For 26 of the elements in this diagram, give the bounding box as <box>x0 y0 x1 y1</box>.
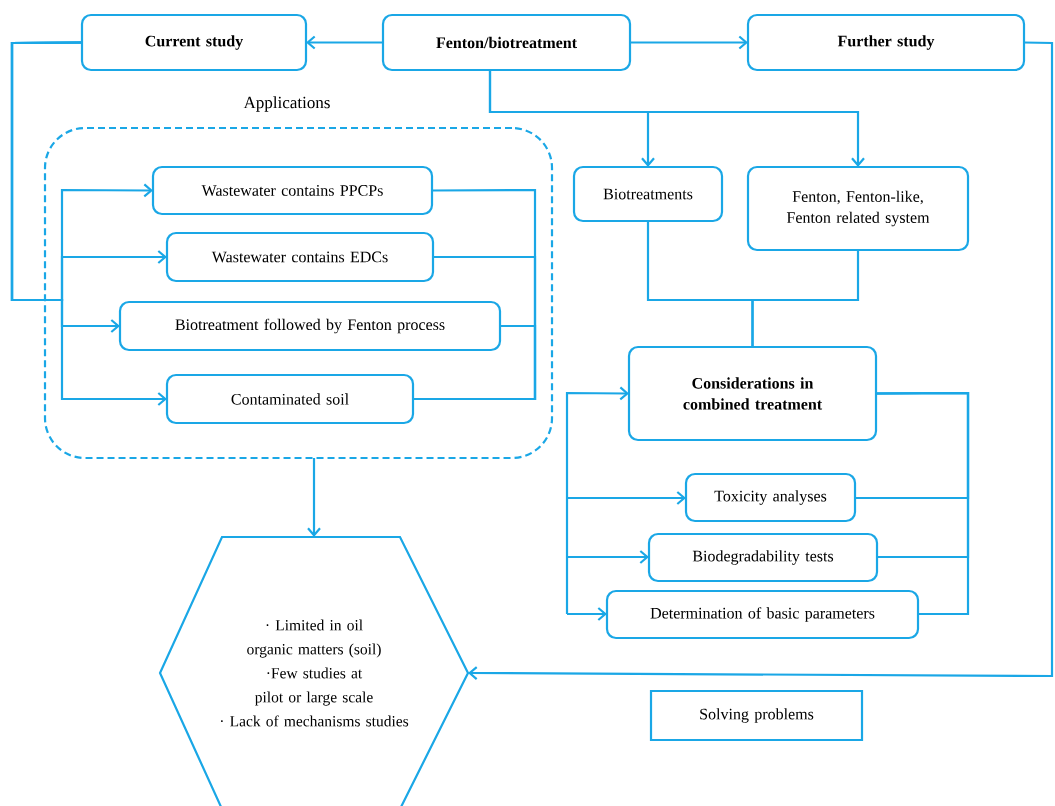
process-box: Biotreatment followed by Fenton process <box>118 300 502 352</box>
process-box: Further study <box>746 13 1026 72</box>
label-box: Solving problems <box>649 689 864 742</box>
arrow <box>630 35 748 50</box>
arrow <box>567 607 607 621</box>
process-box: Fenton/biotreatment <box>381 13 632 72</box>
process-box: Biodegradability tests <box>647 532 879 583</box>
process-box: Determination of basic parameters <box>605 589 920 640</box>
arrow <box>468 41 1054 680</box>
arrow <box>565 386 629 614</box>
process-box: Wastewater contains EDCs <box>165 231 435 283</box>
arrow <box>567 491 686 505</box>
process-box: Biotreatments <box>572 165 724 223</box>
process-box: Considerations in combined treatment <box>627 345 878 442</box>
process-box: Current study <box>80 13 308 72</box>
arrow <box>488 70 865 167</box>
node-label: Applications <box>243 96 330 112</box>
process-box: Toxicity analyses <box>684 472 857 523</box>
arrow <box>307 458 321 537</box>
process-box: Contaminated soil <box>165 373 415 425</box>
arrow <box>567 550 649 564</box>
hexagon-box: · Limited in oil organic matters (soil) ·Few studies at pilot or large scale · Lack of mechanisms studies <box>158 535 470 806</box>
arrow <box>10 41 167 406</box>
process-box: Fenton, Fenton-like, Fenton related system <box>746 165 970 252</box>
arrow <box>306 35 383 50</box>
process-box: Wastewater contains PPCPs <box>151 165 434 216</box>
